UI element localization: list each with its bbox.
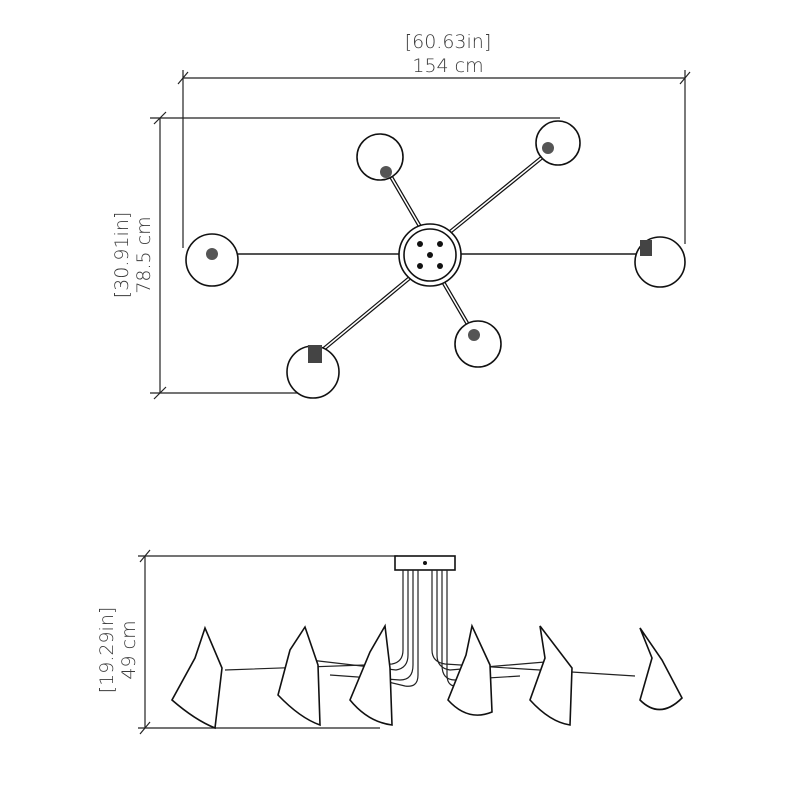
center-hub [398, 223, 462, 287]
depth-in-label: [30.91in] [111, 212, 133, 299]
side-view-lamp [170, 555, 683, 730]
depth-cm-label: 78.5 cm [133, 216, 155, 293]
width-cm-label: 154 cm [412, 55, 483, 77]
height-dimension: [19.29in] 49 cm [96, 549, 398, 735]
height-in-label: [19.29in] [96, 607, 118, 694]
width-in-label: [60.63in] [405, 31, 492, 53]
top-view-lamp [185, 120, 686, 399]
height-cm-label: 49 cm [118, 620, 140, 679]
depth-dimension: [30.91in] 78.5 cm [111, 111, 560, 400]
width-dimension: [60.63in] 154 cm [177, 31, 691, 248]
shades [185, 120, 686, 399]
side-shades [170, 623, 683, 730]
